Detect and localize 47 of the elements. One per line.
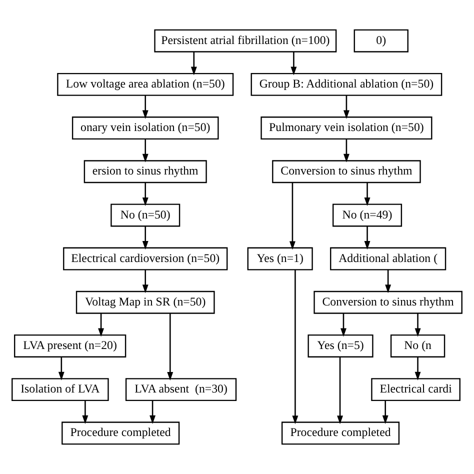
node-box: LVA absent (n=30)	[125, 378, 237, 402]
node-box: Group B: Additional ablation (n=50)	[250, 72, 442, 96]
node-box: No (n	[390, 334, 446, 358]
node-box: Pulmonary vein isolation (n=50)	[260, 116, 432, 140]
arrow	[150, 400, 156, 424]
node-box: Conversion to sinus rhythm	[272, 160, 421, 184]
arrow	[414, 313, 421, 337]
node-box: Yes (n=5)	[308, 334, 374, 358]
arrow	[343, 139, 350, 162]
node-box: Conversion to sinus rhythm	[314, 290, 462, 314]
node-box: Procedure completed	[62, 422, 180, 445]
arrow	[382, 400, 388, 424]
arrow	[82, 400, 88, 424]
arrow	[343, 95, 350, 119]
arrow	[414, 356, 421, 380]
node-box: LVA present (n=20)	[14, 334, 126, 358]
node-box: ersion to sinus rhythm	[84, 160, 207, 184]
arrow	[58, 356, 64, 380]
node-box: Voltag Map in SR (n=50)	[76, 290, 215, 314]
arrow	[167, 313, 174, 381]
node-box: Low voltage area ablation (n=50)	[57, 72, 234, 96]
node-box: Persistent atrial fibrillation (n=100)	[154, 29, 337, 52]
arrow	[364, 226, 370, 250]
arrow	[340, 313, 346, 337]
node-box: Procedure completed	[281, 422, 400, 445]
arrow	[385, 270, 392, 294]
node-box: onary vein isolation (n=50)	[72, 116, 219, 140]
arrow	[337, 357, 344, 424]
node-box: No (n=49)	[332, 204, 402, 227]
arrow	[292, 270, 298, 424]
arrow	[98, 313, 104, 337]
node-box: Electrical cardioversion (n=50)	[63, 247, 228, 270]
node-box: Isolation of LVA	[12, 378, 109, 402]
arrow	[289, 182, 296, 250]
arrow	[142, 270, 148, 294]
node-box: Additional ablation (	[330, 247, 446, 270]
node-box: Yes (n=1)	[247, 247, 313, 270]
arrow	[142, 95, 148, 119]
arrow	[290, 52, 297, 76]
arrow	[142, 226, 148, 250]
node-box: 0)	[354, 29, 408, 52]
arrow	[142, 182, 148, 206]
arrow	[364, 182, 370, 206]
arrow	[142, 139, 148, 162]
node-box: Electrical cardi	[371, 378, 460, 402]
node-box: No (n=50)	[110, 204, 180, 227]
arrow	[190, 52, 197, 76]
